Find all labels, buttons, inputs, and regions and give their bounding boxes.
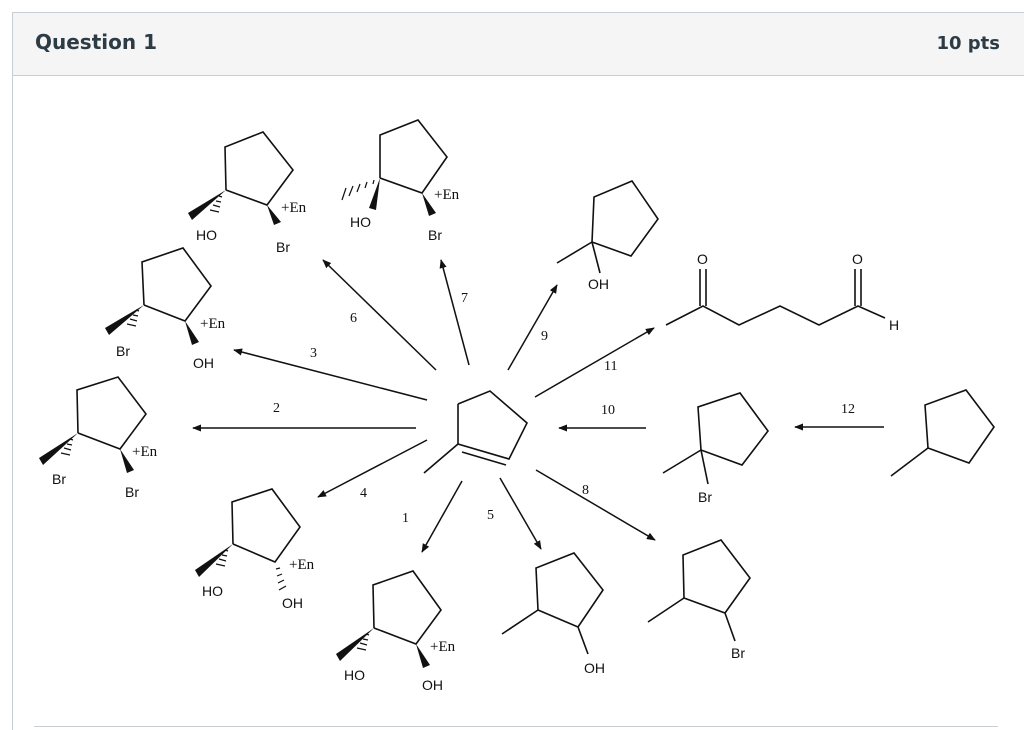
arrow-label-1: 1 xyxy=(402,511,409,526)
product-10-bromomethylcyclopentane: Br xyxy=(662,392,770,505)
atom-label: OH xyxy=(588,276,609,292)
arrow-label-5: 5 xyxy=(487,508,494,523)
arrow-5 xyxy=(499,477,542,550)
arrow-label-6: 6 xyxy=(350,311,357,326)
product-4-diol: HO OH +En xyxy=(195,488,315,611)
en-label: +En xyxy=(200,316,226,332)
arrow-label-3: 3 xyxy=(310,346,317,361)
atom-label: OH xyxy=(282,595,303,611)
question-title: Question 1 xyxy=(35,30,157,54)
atom-label: HO xyxy=(344,667,365,683)
arrow-label-11: 11 xyxy=(604,359,617,374)
arrow-label-10: 10 xyxy=(601,403,615,418)
en-label: +En xyxy=(281,200,307,216)
product-9-methylcyclopentanol: OH xyxy=(556,180,659,292)
product-8-bromomethylcyclopentane: Br xyxy=(647,539,751,661)
arrow-9 xyxy=(507,284,558,371)
arrow-11 xyxy=(534,327,655,398)
atom-label: OH xyxy=(584,660,605,676)
product-2-dibromide: Br Br +En xyxy=(39,376,158,500)
atom-label: H xyxy=(889,317,899,333)
arrow-label-12: 12 xyxy=(841,402,855,417)
arrow-label-9: 9 xyxy=(541,329,548,344)
atom-label: Br xyxy=(698,489,712,505)
product-5-methylcyclopentanol: OH xyxy=(501,552,605,676)
atom-label: O xyxy=(697,251,708,267)
question-points: 10 pts xyxy=(936,33,1000,54)
arrow-label-2: 2 xyxy=(273,401,280,416)
atom-label: Br xyxy=(276,239,290,255)
arrow-7 xyxy=(439,259,470,366)
arrow-label-4: 4 xyxy=(360,486,367,501)
product-11-oxohexanal: O O H xyxy=(665,251,899,333)
arrow-1 xyxy=(421,480,463,553)
atom-label: HO xyxy=(196,227,217,243)
atom-label: Br xyxy=(52,471,66,487)
en-label: +En xyxy=(289,557,315,573)
arrow-6 xyxy=(322,259,437,371)
product-7-bromohydrin: HO Br +En xyxy=(341,119,460,243)
product-3-bromohydrin: Br OH +En xyxy=(105,247,226,371)
atom-label: OH xyxy=(422,677,443,693)
arrow-label-7: 7 xyxy=(461,291,468,306)
atom-label: O xyxy=(852,251,863,267)
answer-divider xyxy=(34,726,998,727)
atom-label: OH xyxy=(193,355,214,371)
atom-label: HO xyxy=(350,214,371,230)
arrow-8 xyxy=(535,469,656,541)
product-6-bromohydrin: HO Br +En xyxy=(188,131,307,255)
atom-label: Br xyxy=(116,343,130,359)
atom-label: Br xyxy=(125,484,139,500)
reaction-arrows xyxy=(192,259,884,553)
en-label: +En xyxy=(434,187,460,203)
arrow-label-8: 8 xyxy=(582,483,589,498)
arrow-4 xyxy=(317,439,428,498)
atom-label: Br xyxy=(428,227,442,243)
arrow-3 xyxy=(233,348,428,401)
question-header: Question 1 10 pts xyxy=(12,12,1024,76)
en-label: +En xyxy=(132,444,158,460)
en-label: +En xyxy=(430,639,456,655)
start-methylcyclopentene xyxy=(423,390,528,474)
start-12-methylcyclopentane xyxy=(890,389,995,477)
atom-label: HO xyxy=(202,583,223,599)
arrow-numbers: 1 2 3 4 5 6 7 8 9 10 11 12 xyxy=(273,291,855,526)
atom-label: Br xyxy=(731,645,745,661)
product-1-diol: HO OH +En xyxy=(336,570,456,693)
question-body xyxy=(12,75,1024,730)
